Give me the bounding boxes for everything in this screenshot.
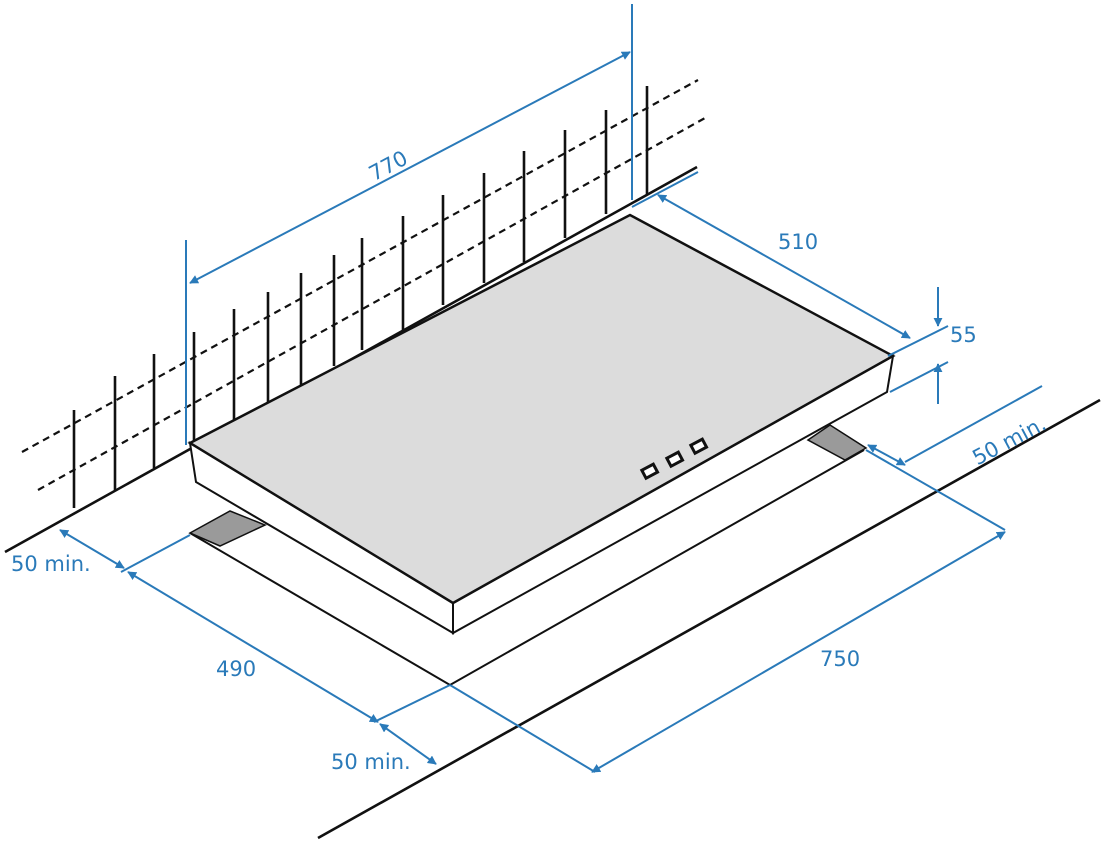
- knob-icon: [688, 437, 709, 456]
- label-50-min-left: 50 min.: [11, 552, 91, 576]
- label-490: 490: [216, 657, 256, 681]
- dim-50-left-line: [59, 529, 125, 569]
- control-knobs: [639, 437, 709, 481]
- support-left: [188, 510, 267, 547]
- dimension-lines: [59, 4, 1043, 773]
- dim-750-line: [591, 531, 1006, 773]
- dim-50-front-line: [379, 723, 437, 765]
- label-55: 55: [950, 323, 977, 347]
- label-50-min-front: 50 min.: [331, 750, 411, 774]
- dim-510-line: [657, 194, 911, 339]
- label-750: 750: [820, 647, 860, 671]
- knob-icon: [639, 462, 660, 481]
- dim-50-side-line: [867, 444, 906, 466]
- support-right: [806, 424, 868, 461]
- hob-top-surface: [187, 213, 896, 605]
- label-510: 510: [778, 230, 818, 254]
- knob-icon: [664, 450, 685, 469]
- dim-490-line: [127, 571, 379, 723]
- dim-770-line: [189, 51, 631, 284]
